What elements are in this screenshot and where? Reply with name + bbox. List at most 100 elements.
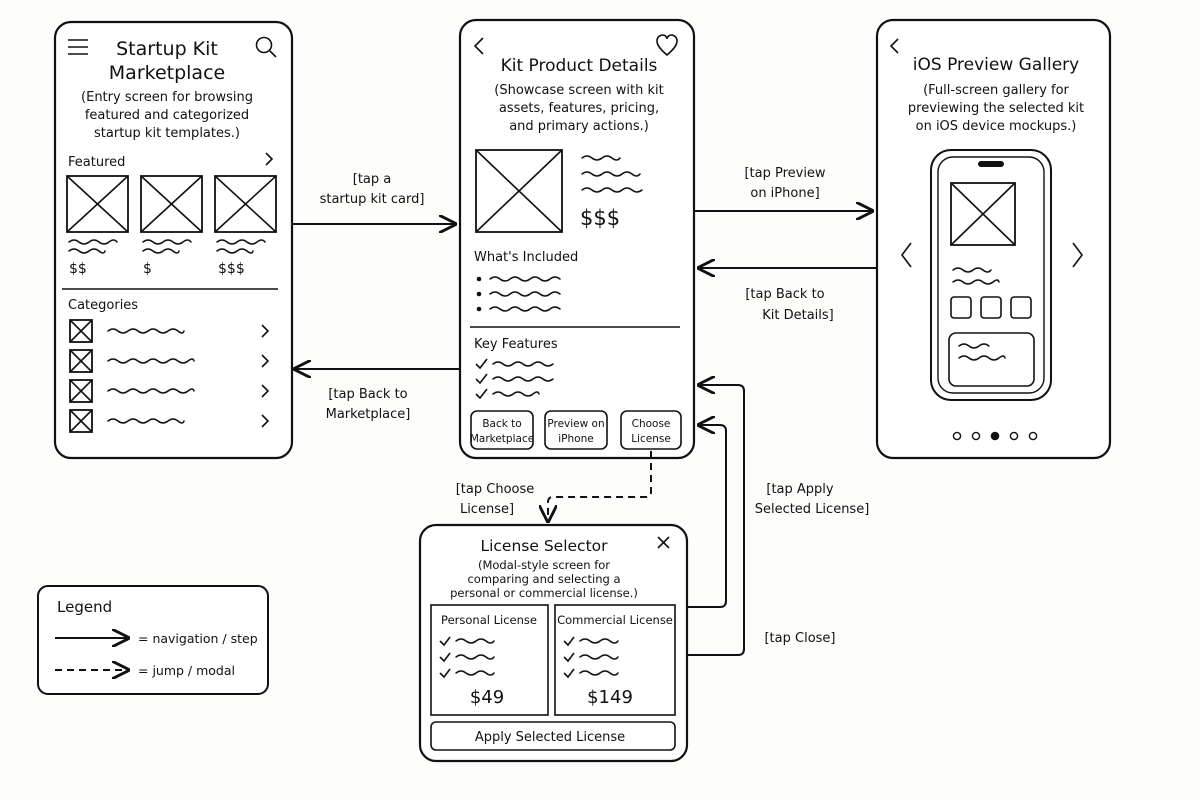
- license-desc-line: (Modal-style screen for: [478, 558, 610, 572]
- details-desc-line: and primary actions.): [509, 119, 649, 134]
- checkmark-icon: [439, 668, 451, 679]
- details-desc-line: (Showcase screen with kit: [494, 83, 663, 98]
- label-close: [tap Close]: [764, 631, 835, 646]
- label-back-to-details: Kit Details]: [762, 308, 834, 323]
- pagination-dot[interactable]: [952, 431, 962, 441]
- gallery-title: iOS Preview Gallery: [913, 55, 1079, 75]
- personal-license-label: Personal License: [441, 613, 537, 627]
- checkmark-icon: [439, 636, 451, 647]
- category-row[interactable]: [69, 349, 270, 373]
- featured-price: $$: [69, 261, 87, 277]
- license-desc-line: personal or commercial license.): [450, 586, 638, 600]
- screen-kit-details: Kit Product Details (Showcase screen wit…: [458, 18, 696, 460]
- back-chevron-icon[interactable]: [889, 38, 899, 54]
- screen-marketplace: Startup Kit Marketplace (Entry screen fo…: [53, 20, 294, 460]
- back-chevron-icon[interactable]: [473, 37, 484, 55]
- arrow-close-license-to-details: [688, 385, 745, 656]
- label-preview-iphone: [tap Preview: [744, 166, 825, 181]
- screen-license-selector: License Selector (Modal-style screen for…: [418, 523, 689, 763]
- featured-chevron-icon[interactable]: [265, 152, 274, 166]
- label-back-to-marketplace: [tap Back to: [328, 387, 407, 402]
- commercial-license-price: $149: [587, 687, 633, 708]
- category-row[interactable]: [69, 379, 270, 403]
- featured-card[interactable]: $$: [66, 175, 129, 277]
- apply-selected-license-button[interactable]: Apply Selected License: [430, 721, 676, 751]
- details-price: $$$: [580, 206, 620, 230]
- preview-on-iphone-button[interactable]: Preview on iPhone: [544, 410, 608, 450]
- checkmark-icon: [439, 652, 451, 663]
- license-desc-line: comparing and selecting a: [467, 572, 620, 586]
- phone-mockup-icon: [930, 149, 1052, 401]
- label-apply-license: [tap Apply: [766, 482, 834, 497]
- details-desc-line: assets, features, pricing,: [499, 101, 659, 116]
- checkmark-icon: [475, 373, 488, 385]
- bullet-icon: [476, 306, 482, 312]
- search-icon[interactable]: [255, 36, 277, 58]
- arrow-apply-license-to-details: [688, 425, 727, 608]
- featured-card[interactable]: $: [140, 175, 203, 277]
- apply-license-label: Apply Selected License: [475, 730, 625, 745]
- label-choose-license: [tap Choose: [456, 482, 535, 497]
- pagination-dot-active[interactable]: [990, 431, 1000, 441]
- choose-license-button[interactable]: Choose License: [620, 410, 682, 450]
- button-label: Back to: [482, 418, 521, 430]
- marketplace-desc-line: (Entry screen for browsing: [81, 90, 253, 105]
- menu-icon[interactable]: [68, 39, 88, 55]
- heart-icon[interactable]: [656, 34, 678, 57]
- pagination-dot[interactable]: [1009, 431, 1019, 441]
- details-title: Kit Product Details: [501, 56, 658, 76]
- screen-preview-gallery: iOS Preview Gallery (Full-screen gallery…: [875, 18, 1112, 460]
- commercial-license-card[interactable]: Commercial License $149: [554, 604, 676, 716]
- arrow-details-to-license: [548, 451, 652, 521]
- marketplace-desc-line: startup kit templates.): [94, 126, 240, 141]
- gallery-desc-line: previewing the selected kit: [908, 101, 1084, 116]
- legend-title: Legend: [57, 598, 112, 616]
- featured-price: $$$: [218, 261, 245, 277]
- category-row[interactable]: [69, 319, 270, 343]
- back-to-marketplace-button[interactable]: Back to Marketplace: [470, 410, 534, 450]
- button-label: Marketplace: [470, 433, 534, 445]
- personal-license-price: $49: [470, 687, 504, 708]
- prev-arrow-icon[interactable]: [901, 242, 912, 268]
- key-features-label: Key Features: [474, 337, 558, 352]
- chevron-right-icon[interactable]: [261, 414, 270, 428]
- legend-solid-label: = navigation / step: [138, 631, 258, 646]
- close-icon[interactable]: [657, 536, 670, 549]
- chevron-right-icon[interactable]: [261, 354, 270, 368]
- gallery-desc-line: (Full-screen gallery for: [923, 83, 1069, 98]
- label-tap-kit-card: startup kit card]: [320, 192, 425, 207]
- label-apply-license: Selected License]: [755, 502, 870, 517]
- featured-price: $: [143, 261, 152, 277]
- marketplace-title-line1: Startup Kit: [116, 38, 218, 60]
- checkmark-icon: [475, 388, 488, 400]
- legend-dashed-label: = jump / modal: [138, 663, 235, 678]
- next-arrow-icon[interactable]: [1072, 242, 1083, 268]
- kit-hero-image: [475, 149, 563, 233]
- pagination-dot[interactable]: [1028, 431, 1038, 441]
- label-choose-license: License]: [460, 502, 514, 517]
- button-label: Choose: [632, 418, 671, 430]
- personal-license-card[interactable]: Personal License $49: [430, 604, 549, 716]
- label-back-to-details: [tap Back to: [745, 287, 824, 302]
- chevron-right-icon[interactable]: [261, 384, 270, 398]
- category-row[interactable]: [69, 409, 270, 433]
- marketplace-desc-line: featured and categorized: [85, 108, 249, 123]
- chevron-right-icon[interactable]: [261, 324, 270, 338]
- license-title: License Selector: [480, 537, 608, 555]
- label-preview-iphone: on iPhone]: [750, 186, 819, 201]
- bullet-icon: [476, 291, 482, 297]
- gallery-desc-line: on iOS device mockups.): [916, 119, 1077, 134]
- legend: Legend = navigation / step = jump / moda…: [37, 585, 269, 695]
- checkmark-icon: [475, 358, 488, 370]
- checkmark-icon: [563, 668, 575, 679]
- pagination-dots[interactable]: [952, 431, 1038, 441]
- button-label: License: [631, 433, 671, 445]
- featured-card[interactable]: $$$: [214, 175, 277, 277]
- pagination-dot[interactable]: [971, 431, 981, 441]
- checkmark-icon: [563, 652, 575, 663]
- button-label: Preview on: [547, 418, 604, 430]
- bullet-icon: [476, 276, 482, 282]
- button-label: iPhone: [558, 433, 593, 445]
- commercial-license-label: Commercial License: [557, 613, 673, 627]
